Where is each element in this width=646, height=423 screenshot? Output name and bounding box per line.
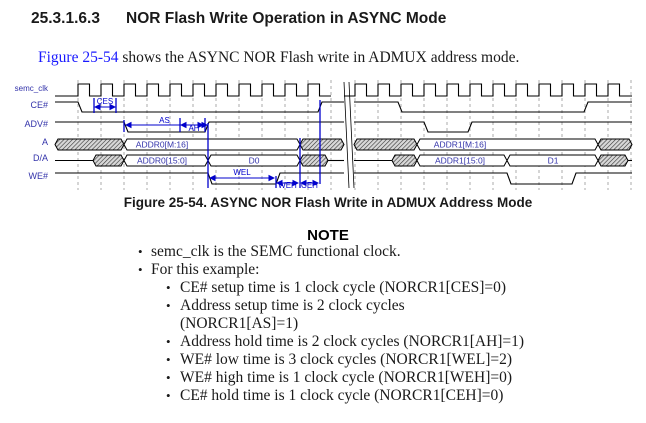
signal-label: A [42,137,48,147]
adv-waveform [55,121,344,133]
bus-invalid [597,154,629,167]
note-item: semc_clk is the SEMC functional clock. [138,243,524,261]
we-waveform [354,172,632,185]
timing-label: CES [97,97,113,106]
note-item: For this example: CE# setup time is 1 cl… [138,261,524,405]
clock-waveform [344,83,632,97]
note-subitem: Address hold time is 2 clock cycles (NOR… [166,333,524,351]
timing-label: CEH [301,181,318,190]
bus-invalid [299,138,345,151]
bus-invalid [597,138,633,151]
timing-label: WEH [278,181,297,190]
note-list: semc_clk is the SEMC functional clock. F… [138,243,524,405]
note-subitem: WE# high time is 1 clock cycle (NORCR1[W… [166,369,524,387]
figure-link[interactable]: Figure 25-54 [38,49,119,66]
figure-caption: Figure 25-54. ASYNC NOR Flash Write in A… [123,195,533,210]
timing-label: AS [159,116,170,125]
section-heading: 25.3.1.6.3 NOR Flash Write Operation in A… [31,10,446,28]
ce-waveform [354,101,632,113]
note-subitem: CE# setup time is 1 clock cycle (NORCR1[… [166,279,524,297]
bus-invalid [391,154,418,167]
bus-label: ADDR0[15:0] [137,156,187,166]
bus-label: ADDR1[15:0] [435,156,485,166]
ce-waveform [55,101,344,113]
signal-label: semc_clk [15,84,49,93]
clock-gridlines [77,80,632,190]
bus-invalid [353,138,418,151]
section-number: 25.3.1.6.3 [31,10,100,27]
clock-waveform [55,83,331,97]
signal-label: D/A [33,153,48,163]
note-subitem: CE# hold time is 1 clock cycle (NORCR1[C… [166,387,524,405]
bus-invalid [92,154,125,167]
timing-annotations: CES AS AH WEL WEH CEH [93,97,321,190]
bus-label: D0 [249,156,260,166]
note-sublist: CE# setup time is 1 clock cycle (NORCR1[… [151,279,524,405]
break-mark [343,81,355,189]
timing-label: WEL [233,168,251,177]
bus-invalid [54,138,125,151]
intro-paragraph: Figure 25-54 shows the ASYNC NOR Flash w… [38,49,519,67]
bus-label: ADDR1[M:16] [434,140,486,150]
signal-label: ADV# [24,119,48,129]
bus-label: ADDR0[M:16] [136,140,188,150]
bus-label: D1 [548,156,559,166]
adv-waveform [354,121,632,133]
signal-label: CE# [30,100,48,110]
signal-label: WE# [28,171,48,181]
section-title: NOR Flash Write Operation in ASYNC Mode [126,10,447,27]
waveforms: ADDR0[M:16] ADDR0[15:0] D0 ADDR1[M:16] ADDR1… [54,81,633,189]
note-title: NOTE [307,227,349,244]
note-subitem: WE# low time is 3 clock cycles (NORCR1[W… [166,351,524,369]
bus-invalid [299,154,329,167]
timing-label: AH [188,124,199,133]
we-waveform [55,172,344,185]
intro-text: shows the ASYNC NOR Flash write in ADMUX… [118,49,520,66]
note-subitem: Address setup time is 2 clock cycles(NOR… [166,297,524,333]
